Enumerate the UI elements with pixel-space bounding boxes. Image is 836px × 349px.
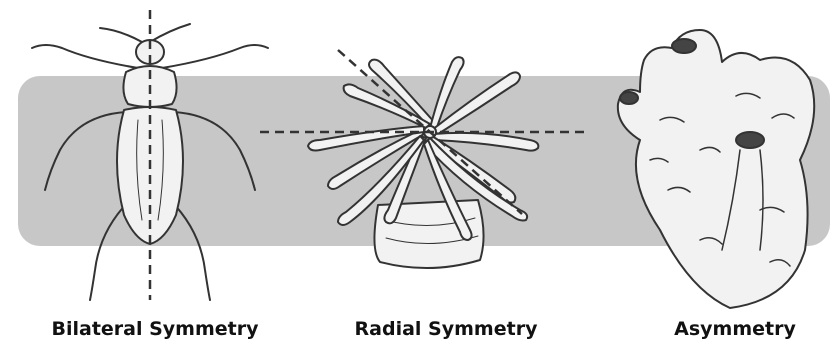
caption-radial-symmetry: Radial Symmetry bbox=[355, 318, 538, 340]
caption-bilateral-symmetry: Bilateral Symmetry bbox=[51, 318, 258, 340]
sponge-illustration bbox=[618, 30, 814, 308]
caption-asymmetry: Asymmetry bbox=[674, 318, 796, 340]
